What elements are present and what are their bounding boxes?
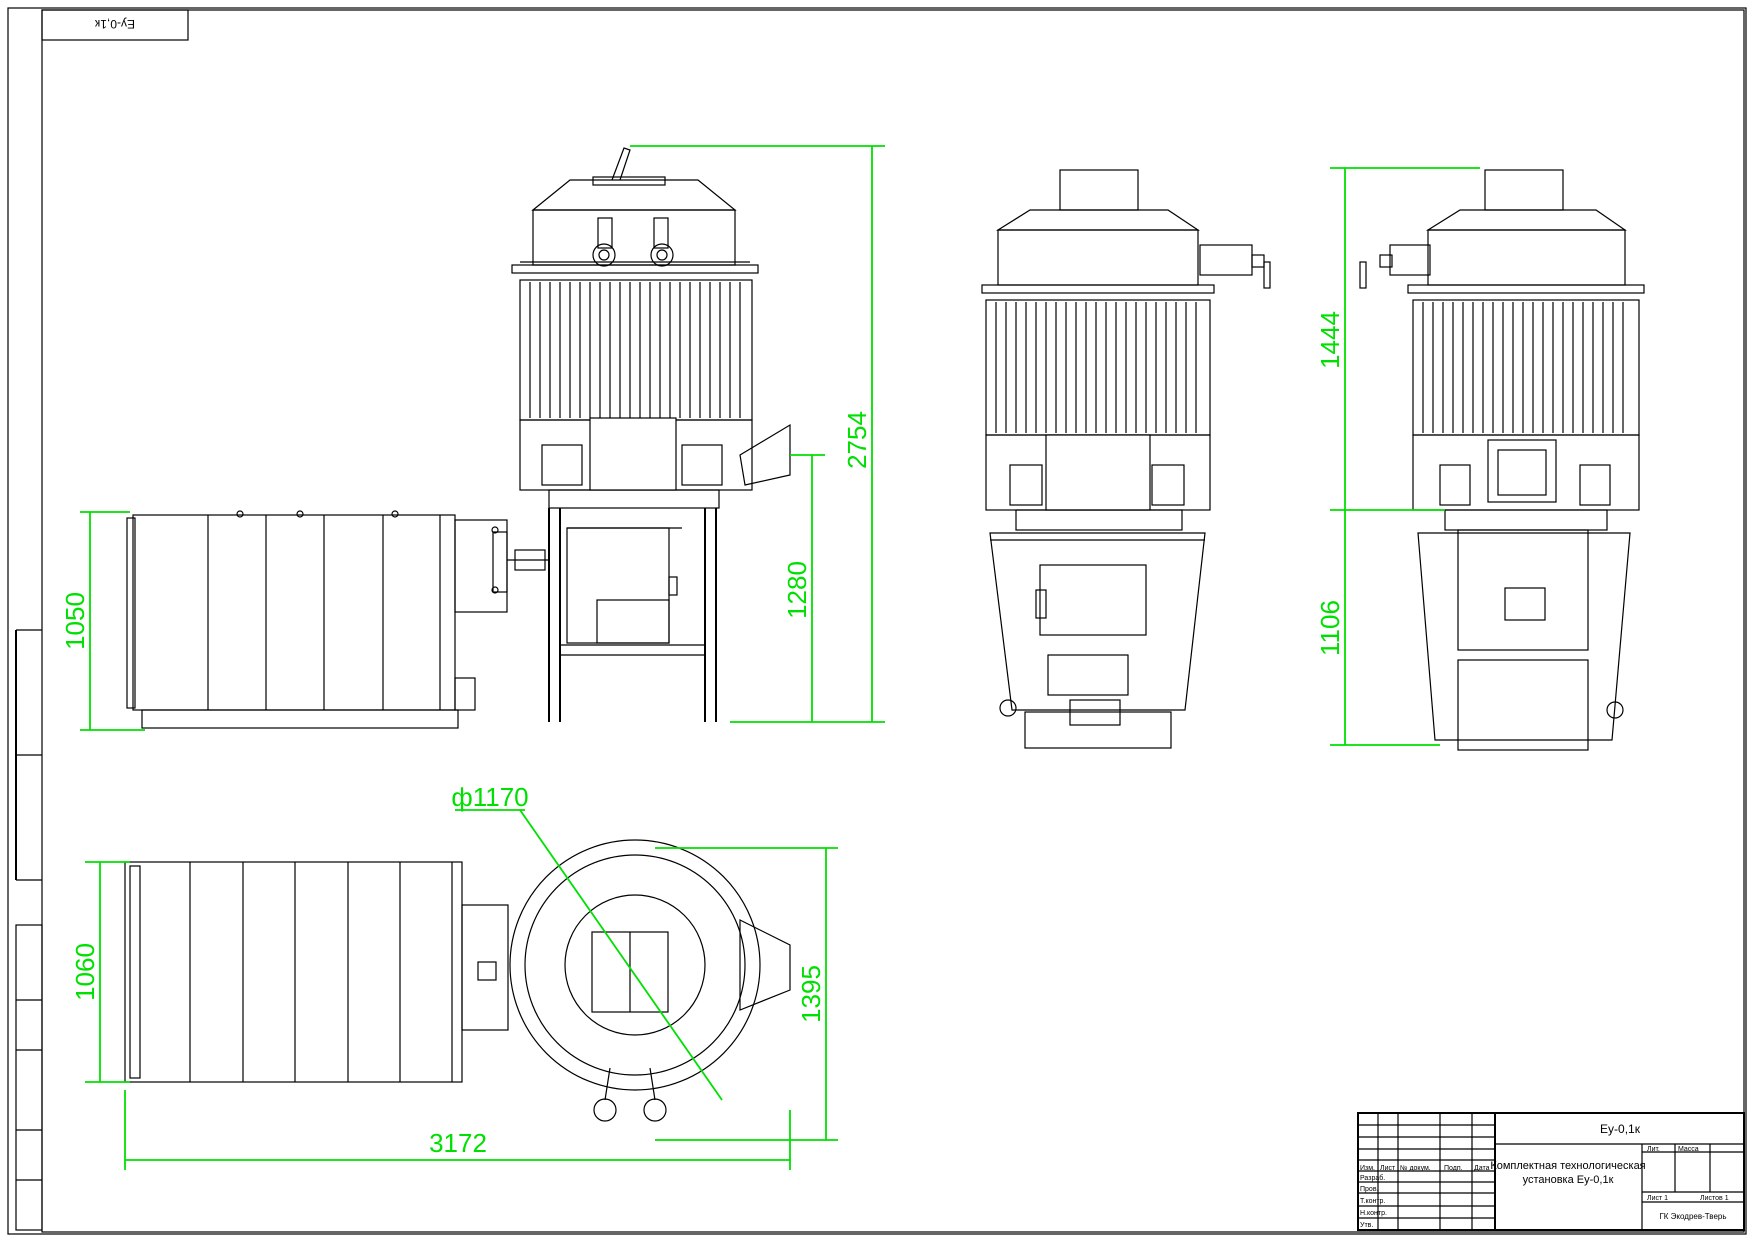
cooling-fins-2 — [1422, 302, 1624, 433]
sheet-frame: Еу-0,1к — [7, 7, 1747, 1235]
cooling-fins-1 — [995, 302, 1197, 433]
tb-sheet: Лист 1 — [1647, 1195, 1668, 1202]
side-box-unit — [126, 510, 548, 729]
dim-diameter: ф1170 — [451, 782, 528, 812]
tb-row-nkontr: Н.контр. — [1360, 1210, 1387, 1217]
tb-col-doc: № докум. — [1400, 1165, 1431, 1172]
tb-row-razrab: Разраб. — [1360, 1174, 1385, 1182]
corner-stamp: Еу-0,1к — [94, 17, 135, 31]
dim-side-unit-height: 1050 — [60, 592, 90, 650]
dim-stand-height: 1280 — [782, 561, 812, 619]
cooling-fins — [529, 282, 741, 418]
tb-sheets: Листов 1 — [1700, 1195, 1729, 1202]
dim-plan-width: 1060 — [70, 943, 100, 1001]
tb-col-sign: Подп. — [1444, 1165, 1463, 1172]
tb-col-date: Дата — [1474, 1165, 1490, 1172]
side-view-1 — [981, 169, 1271, 749]
side-view-2 — [1359, 169, 1645, 751]
tb-mass: Масса — [1678, 1146, 1699, 1153]
tb-lit: Лит. — [1647, 1146, 1660, 1153]
dim-plan-depth: 1395 — [796, 965, 826, 1023]
tb-row-utv: Утв. — [1360, 1222, 1373, 1229]
front-view — [126, 147, 791, 729]
title-block: Изм. Лист № докум. Подп. Дата Разраб. Пр… — [1357, 1112, 1745, 1231]
dim-total-height: 2754 — [842, 411, 872, 469]
dimensions: 2754 1280 1050 1444 1106 1060 1395 3172 … — [60, 145, 1480, 1170]
cyclone-assembly — [511, 147, 791, 491]
dim-side2-lower: 1106 — [1315, 600, 1345, 656]
tb-org: ГК Экодрев-Тверь — [1659, 1212, 1726, 1221]
dim-plan-length: 3172 — [429, 1128, 487, 1158]
dim-side2-upper: 1444 — [1315, 311, 1345, 369]
tb-designation: Еу-0,1к — [1600, 1122, 1641, 1136]
tb-col-list: Лист — [1380, 1165, 1396, 1172]
tb-row-tkontr: Т.контр. — [1360, 1198, 1385, 1205]
stand-frame — [548, 489, 720, 722]
tb-col-izm: Изм. — [1360, 1165, 1375, 1172]
tb-name-line1: Комплектная технологическая — [1490, 1160, 1645, 1172]
tb-row-prov: Пров. — [1360, 1186, 1379, 1193]
tb-name-line2: установка Еу-0,1к — [1523, 1174, 1614, 1186]
plan-view — [124, 839, 791, 1122]
